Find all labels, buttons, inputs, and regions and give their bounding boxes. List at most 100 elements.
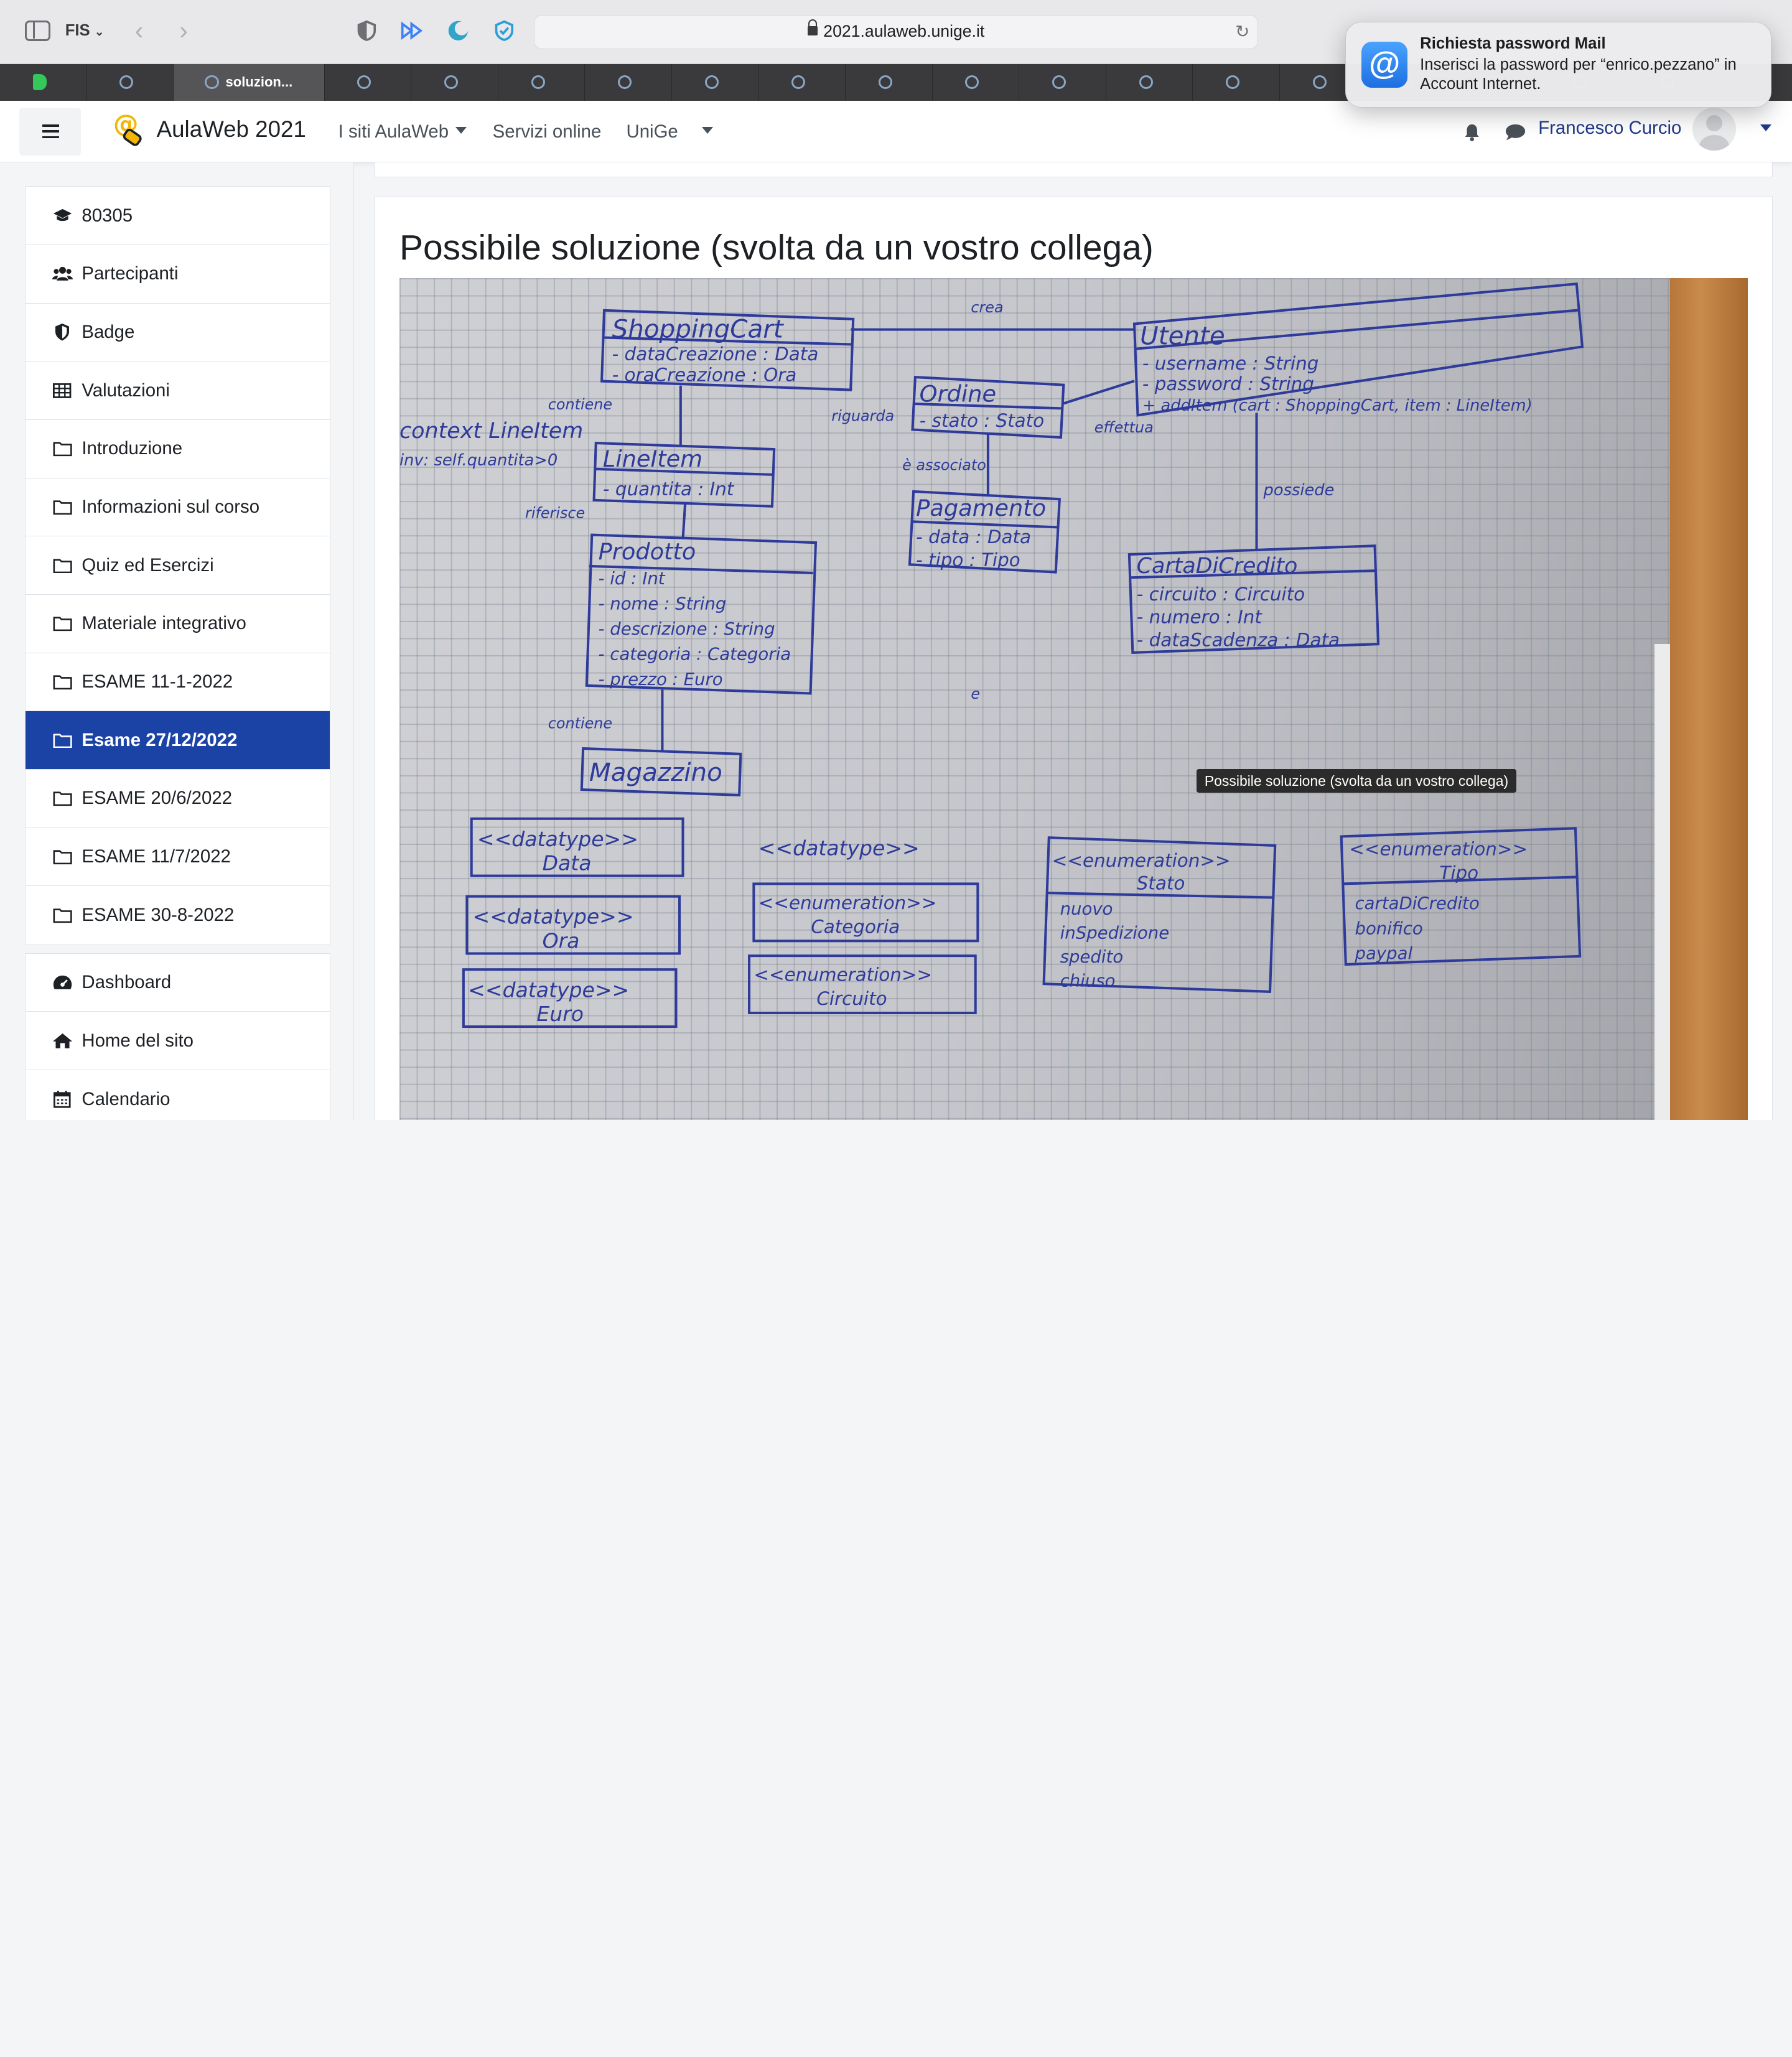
- sidebar-item-label: Badge: [82, 322, 135, 342]
- sidebar-item-label: Dashboard: [82, 972, 172, 993]
- tab[interactable]: [758, 63, 846, 101]
- svg-text:<<enumeration>>: <<enumeration>>: [758, 892, 937, 913]
- aulaweb-favicon-icon: [357, 75, 371, 90]
- avatar[interactable]: [1692, 107, 1736, 151]
- adblock-shield-icon[interactable]: [493, 19, 516, 42]
- nav-link-label: UniGe: [626, 121, 678, 142]
- tab[interactable]: [87, 63, 174, 101]
- sidebar-item-informazioni[interactable]: Informazioni sul corso: [26, 478, 330, 537]
- tab-label: soluzion...: [225, 74, 293, 90]
- tab-active[interactable]: soluzion...: [174, 63, 325, 101]
- sidebar-item-dashboard[interactable]: Dashboard: [26, 954, 330, 1012]
- sidebar-item-esame-11-7-2022[interactable]: ESAME 11/7/2022: [26, 828, 330, 887]
- sidebar-item-badge[interactable]: Badge: [26, 304, 330, 362]
- profile-selector[interactable]: FIS ⌄: [65, 22, 105, 40]
- forward-icon[interactable]: ›: [179, 16, 188, 45]
- tab[interactable]: [1106, 63, 1193, 101]
- svg-text:Euro: Euro: [536, 1002, 584, 1026]
- aulaweb-favicon-icon: [965, 75, 979, 90]
- sidebar-item-label: Materiale integrativo: [82, 613, 246, 634]
- aulaweb-favicon-icon: [1226, 75, 1240, 90]
- dark-mode-icon[interactable]: [447, 19, 470, 42]
- photo-grid-paper: [399, 278, 1748, 1120]
- sidebar-item-introduzione[interactable]: Introduzione: [26, 420, 330, 478]
- svg-text:LineItem: LineItem: [603, 445, 702, 472]
- aulaweb-favicon-icon: [119, 75, 134, 90]
- sidebar-item-label: Quiz ed Esercizi: [82, 554, 214, 576]
- svg-text:- dataCreazione : Data: - dataCreazione : Data: [612, 344, 819, 365]
- svg-text:- circuito : Circuito: - circuito : Circuito: [1137, 584, 1305, 605]
- sidebar-item-valutazioni[interactable]: Valutazioni: [26, 361, 330, 420]
- svg-text:Categoria: Categoria: [811, 917, 900, 938]
- aulaweb-logo[interactable]: @: [113, 110, 145, 148]
- profile-label: FIS: [65, 21, 90, 39]
- aulaweb-favicon-icon: [704, 75, 719, 90]
- sidebar-item-esame-30-8-2022[interactable]: ESAME 30-8-2022: [26, 886, 329, 945]
- nav-unige[interactable]: UniGe: [627, 121, 678, 142]
- svg-text:- password : String: - password : String: [1142, 373, 1314, 394]
- site-nav-group: Dashboard Home del sito Calendario: [25, 953, 330, 1120]
- back-icon[interactable]: ‹: [134, 16, 144, 45]
- sidebar-item-materiale[interactable]: Materiale integrativo: [26, 595, 330, 653]
- svg-text:ShoppingCart: ShoppingCart: [612, 314, 785, 344]
- caret-down-icon: [701, 127, 713, 134]
- folder-icon: [52, 906, 73, 924]
- photo-page-edge: [1654, 644, 1671, 1120]
- notification-title: Richiesta password Mail: [1420, 35, 1606, 53]
- nav-servizi-online[interactable]: Servizi online: [493, 121, 602, 142]
- nav-link-label: Servizi online: [492, 121, 602, 142]
- user-menu-caret-icon[interactable]: [1760, 124, 1771, 132]
- table-icon: [52, 381, 73, 399]
- svg-text:- stato : Stato: - stato : Stato: [920, 410, 1044, 431]
- drawer-toggle-button[interactable]: [19, 107, 82, 156]
- sidebar-item-quiz[interactable]: Quiz ed Esercizi: [26, 536, 330, 595]
- site-name[interactable]: AulaWeb 2021: [156, 116, 306, 142]
- sidebar-item-esame-27-12-2022[interactable]: Esame 27/12/2022: [26, 711, 330, 770]
- mail-at-icon: @: [1361, 42, 1407, 88]
- privacy-shield-icon[interactable]: [355, 19, 378, 42]
- nav-more-dropdown[interactable]: [695, 121, 713, 142]
- sidebar-item-label: ESAME 11-1-2022: [82, 671, 233, 692]
- sidebar-item-calendario[interactable]: Calendario: [26, 1070, 329, 1120]
- svg-text:- dataScadenza : Data: - dataScadenza : Data: [1137, 630, 1340, 651]
- user-name[interactable]: Francesco Curcio: [1538, 118, 1682, 139]
- hamburger-icon: [42, 124, 60, 127]
- svg-text:Utente: Utente: [1140, 321, 1225, 351]
- tab[interactable]: [411, 63, 498, 101]
- chat-icon[interactable]: [1505, 123, 1526, 141]
- mail-password-notification[interactable]: @ Richiesta password Mail Inserisci la p…: [1345, 21, 1771, 108]
- tab[interactable]: [846, 63, 933, 101]
- tab-pinned[interactable]: [0, 63, 87, 101]
- bell-icon[interactable]: [1463, 123, 1481, 142]
- previous-card-edge: [373, 162, 1773, 177]
- sidebar-item-esame-11-1-2022[interactable]: ESAME 11-1-2022: [26, 653, 330, 712]
- tab[interactable]: [325, 63, 412, 101]
- sidebar-item-home[interactable]: Home del sito: [26, 1012, 330, 1071]
- tab[interactable]: [1019, 63, 1106, 101]
- svg-text:Data: Data: [543, 851, 592, 875]
- tab[interactable]: [585, 63, 672, 101]
- svg-text:- oraCreazione : Ora: - oraCreazione : Ora: [612, 365, 797, 386]
- aulaweb-favicon-icon: [531, 75, 545, 90]
- tab[interactable]: [1193, 63, 1280, 101]
- sidebar-item-label: Esame 27/12/2022: [82, 729, 238, 750]
- address-bar[interactable]: 2021.aulaweb.unige.it ↻: [533, 14, 1259, 49]
- fast-forward-icon[interactable]: [400, 19, 423, 42]
- reload-icon[interactable]: ↻: [1235, 21, 1250, 41]
- page-title: Possibile soluzione (svolta da un vostro…: [399, 227, 1154, 268]
- nav-siti-aulaweb[interactable]: I siti AulaWeb: [338, 121, 467, 142]
- calendar-icon: [52, 1090, 73, 1108]
- tab[interactable]: [672, 63, 759, 101]
- sidebar-item-esame-20-6-2022[interactable]: ESAME 20/6/2022: [26, 770, 330, 828]
- svg-text:- username : String: - username : String: [1142, 353, 1319, 374]
- tab[interactable]: [498, 63, 586, 101]
- sidebar-item-partecipanti[interactable]: Partecipanti: [26, 245, 330, 304]
- svg-text:- descrizione : String: - descrizione : String: [599, 619, 775, 639]
- tab[interactable]: [933, 63, 1020, 101]
- solution-photo[interactable]: ShoppingCart - dataCreazione : Data - or…: [399, 278, 1748, 1120]
- sidebar-toggle-icon[interactable]: [25, 21, 50, 42]
- sidebar-item-course[interactable]: 80305: [26, 187, 330, 246]
- svg-text:crea: crea: [971, 299, 1003, 316]
- svg-text:<<datatype>>: <<datatype>>: [473, 905, 634, 929]
- aulaweb-favicon-icon: [444, 75, 458, 90]
